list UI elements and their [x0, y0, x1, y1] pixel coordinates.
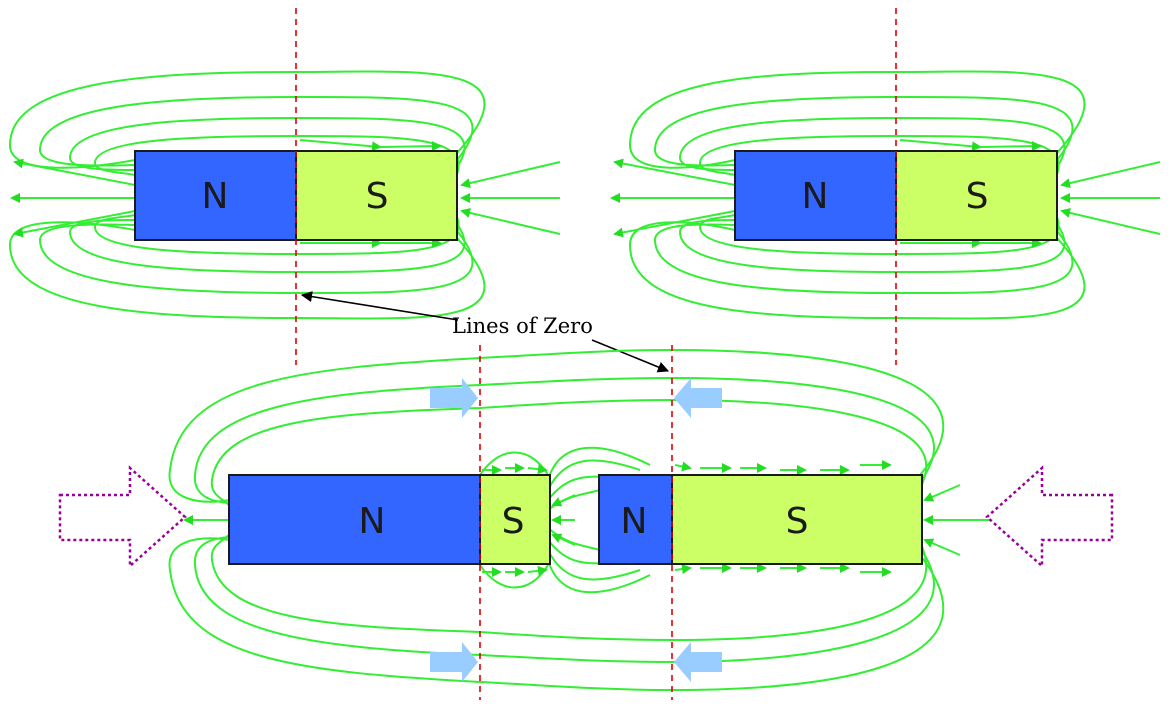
south-pole	[295, 150, 458, 241]
annotation-arrow-right	[591, 339, 670, 373]
field-lines	[8, 70, 561, 320]
right-magnet-south-pole	[671, 474, 923, 565]
south-pole	[895, 150, 1058, 241]
magnet-diagram-top-right: N S	[610, 8, 1161, 365]
left-magnet-north-pole	[228, 474, 481, 565]
south-pole-label: S	[366, 176, 389, 217]
push-arrow-bottom-left	[430, 642, 478, 682]
push-arrow-top-right	[674, 378, 722, 418]
left-magnet-north-label: N	[359, 501, 386, 542]
left-magnet-south-pole	[479, 474, 551, 565]
magnet-pair-diagram: N S N S	[58, 345, 1114, 700]
right-magnet-north-pole	[598, 474, 673, 565]
field-lines	[610, 70, 1161, 320]
annotation-arrow-left	[300, 291, 459, 321]
south-pole-label: S	[966, 176, 989, 217]
left-magnet-south-label: S	[502, 501, 525, 542]
push-arrow-top-left	[430, 378, 478, 418]
lines-of-zero-annotation: Lines of Zero	[300, 291, 670, 373]
magnet-diagram-top-left: N S	[8, 8, 561, 365]
field-lines	[168, 348, 990, 692]
push-arrow-bottom-right	[674, 642, 722, 682]
north-pole-label: N	[202, 176, 229, 217]
lines-of-zero-label: Lines of Zero	[452, 314, 593, 338]
north-pole-label: N	[802, 176, 829, 217]
force-arrow-right	[985, 465, 1114, 569]
north-pole	[734, 150, 897, 241]
right-magnet-south-label: S	[786, 501, 809, 542]
force-arrow-left	[58, 465, 187, 569]
right-magnet-north-label: N	[621, 501, 648, 542]
